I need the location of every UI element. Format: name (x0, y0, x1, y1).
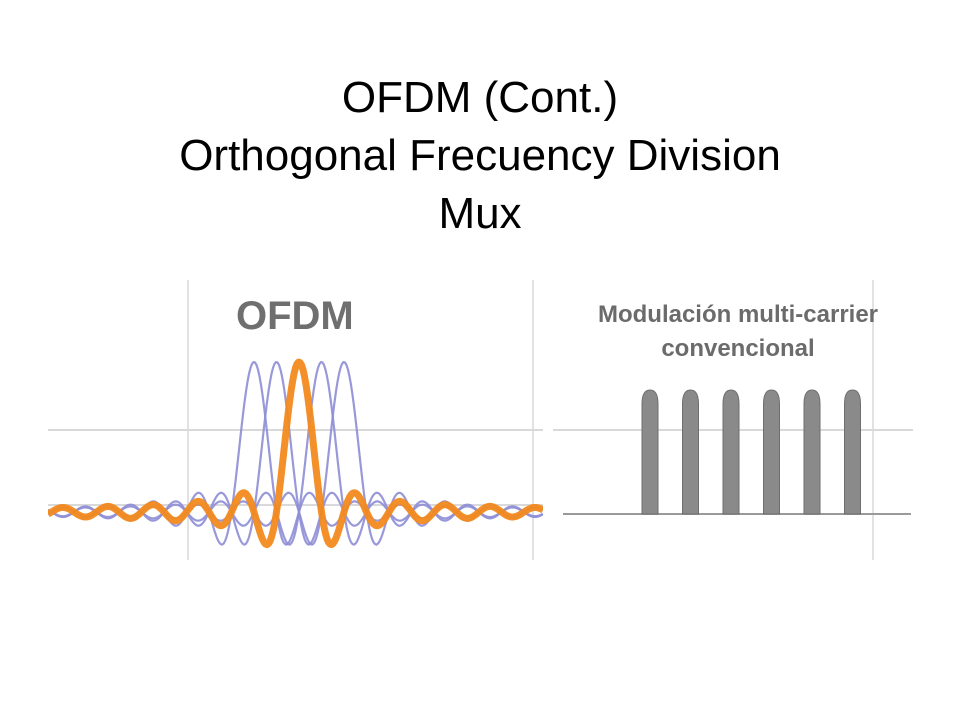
ofdm-spectrum-plot (48, 280, 543, 560)
conventional-multicarrier-panel: Modulación multi-carrier convencional (553, 280, 913, 560)
ofdm-subcarrier-curves (48, 358, 543, 549)
conventional-carrier-peak (844, 389, 861, 515)
title-line-1: OFDM (Cont.) (341, 73, 619, 123)
slide-title: OFDM (Cont.) Orthogonal Frecuency Divisi… (0, 69, 960, 243)
conventional-carrier-peak (641, 389, 659, 515)
ofdm-panel: OFDM (48, 280, 543, 560)
conventional-carrier-peak (682, 389, 699, 515)
title-line-3: Mux (438, 189, 522, 239)
conventional-carrier-peak (722, 389, 740, 515)
ofdm-panel-label: OFDM (236, 294, 354, 338)
conventional-carrier-peak (763, 389, 780, 515)
ofdm-comparison-figure: OFDM Modulación multi-carrier convencion… (48, 280, 913, 560)
conventional-spectrum-plot (553, 280, 913, 560)
title-line-2: Orthogonal Frecuency Division (179, 131, 781, 181)
conventional-panel-label: Modulación multi-carrier convencional (563, 298, 913, 366)
ofdm-subcarrier-curve (48, 360, 543, 546)
conventional-label-line-1: Modulación multi-carrier (597, 301, 879, 328)
conventional-carrier-peaks (563, 389, 911, 515)
conventional-carrier-peak (803, 389, 821, 515)
conventional-label-line-2: convencional (661, 335, 815, 362)
ofdm-highlighted-subcarrier (48, 358, 543, 549)
